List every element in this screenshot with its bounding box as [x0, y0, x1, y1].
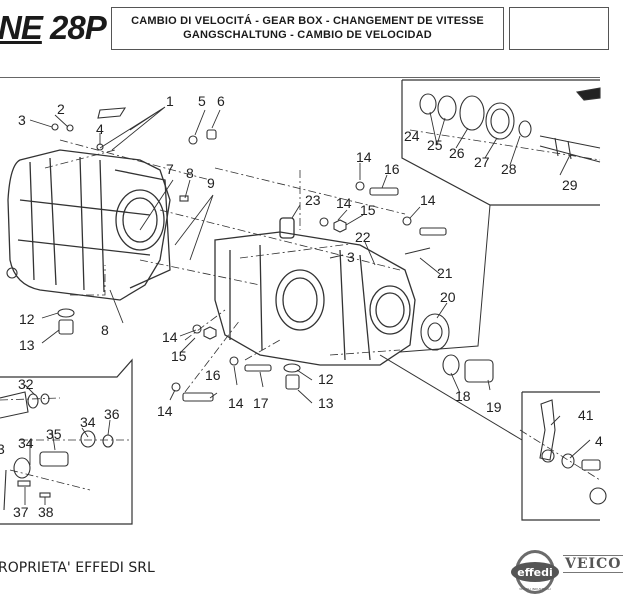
callout-4x: 4 — [595, 433, 603, 449]
callout-35: 35 — [46, 426, 62, 442]
callout-26: 26 — [449, 145, 465, 161]
section-title-line2: GANGSCHALTUNG - CAMBIO DE VELOCIDAD — [183, 29, 432, 41]
exploded-parts-diagram: 1 2 3 4 5 6 7 8 9 8 12 13 14 16 23 14 15… — [0, 79, 607, 525]
callout-15-left: 15 — [171, 348, 187, 364]
callout-8: 8 — [186, 165, 194, 181]
callout-14-top: 14 — [356, 149, 372, 165]
callout-14-left: 14 — [162, 329, 178, 345]
callout-3: 3 — [18, 112, 26, 128]
callout-28: 28 — [501, 161, 517, 177]
selector-parts — [0, 391, 114, 511]
callout-36: 36 — [104, 406, 120, 422]
inset-leader-lever — [379, 354, 523, 441]
callout-13-right: 13 — [318, 395, 334, 411]
callout-8-lower: 8 — [101, 322, 109, 338]
callout-7: 7 — [166, 161, 174, 177]
inset-frame-shaft — [401, 79, 600, 206]
callout-9: 9 — [207, 175, 215, 191]
inset-leader — [399, 204, 491, 353]
model-title: NE 28P — [0, 8, 107, 48]
inset-frame-selector — [0, 358, 133, 525]
small-parts — [6, 107, 494, 402]
gearbox-housing-rear — [214, 217, 416, 366]
callout-21: 21 — [437, 265, 453, 281]
logo-text: effedi — [517, 566, 552, 579]
callout-22: 22 — [355, 229, 371, 245]
callout-34-right: 34 — [80, 414, 96, 430]
callout-6: 6 — [217, 93, 225, 109]
shaft-parts — [419, 87, 601, 163]
callout-13: 13 — [19, 337, 35, 353]
callout-14-right: 14 — [420, 192, 436, 208]
callout-37: 37 — [13, 504, 29, 520]
header-divider — [0, 77, 600, 78]
callout-24: 24 — [404, 128, 420, 144]
callout-16-lower: 16 — [205, 367, 221, 383]
model-number: 28P — [50, 9, 107, 46]
callout-labels: 1 2 3 4 5 6 7 8 9 8 12 13 14 16 23 14 15… — [0, 93, 603, 520]
lever-parts — [539, 399, 607, 505]
gearbox-housing-front — [7, 149, 171, 301]
callout-41: 41 — [578, 407, 594, 423]
callout-14-bottom: 14 — [157, 403, 173, 419]
section-title-line1: CAMBIO DI VELOCITÁ - GEAR BOX - CHANGEME… — [131, 15, 484, 27]
callout-16-top: 16 — [384, 161, 400, 177]
callout-33: 3 — [0, 441, 5, 457]
callout-14-bottom-mid: 14 — [228, 395, 244, 411]
logo-subtext: VEICOLI INDUSTRIALI — [519, 587, 551, 591]
page-number-box — [509, 7, 609, 50]
callout-18: 18 — [455, 388, 471, 404]
callout-4: 4 — [96, 121, 104, 137]
effedi-logo: effedi VEICOLI INDUSTRIALI — [511, 550, 559, 594]
inset-frame-lever — [521, 391, 600, 521]
assembly-axes — [0, 129, 601, 491]
callout-23: 23 — [305, 192, 321, 208]
callout-1: 1 — [166, 93, 174, 109]
callout-17: 17 — [253, 395, 269, 411]
callout-38: 38 — [38, 504, 54, 520]
veico-label: VEICO — [563, 555, 623, 573]
callout-2: 2 — [57, 101, 65, 117]
callout-15-top: 15 — [360, 202, 376, 218]
callout-19: 19 — [486, 399, 502, 415]
copyright-notice: ROPRIETA' EFFEDI SRL — [0, 560, 155, 576]
callout-29: 29 — [562, 177, 578, 193]
callout-5: 5 — [198, 93, 206, 109]
callout-27: 27 — [474, 154, 490, 170]
callout-12: 12 — [19, 311, 35, 327]
callout-14-mid: 14 — [336, 195, 352, 211]
callout-32: 32 — [18, 376, 34, 392]
brand-fragment: NE — [0, 9, 43, 46]
callout-12-right: 12 — [318, 371, 334, 387]
callout-34-left: 34 — [18, 435, 34, 451]
callout-20: 20 — [440, 289, 456, 305]
section-title-box: CAMBIO DI VELOCITÁ - GEAR BOX - CHANGEME… — [111, 7, 504, 50]
callout-3-mid: 3 — [347, 249, 355, 265]
callout-25: 25 — [427, 137, 443, 153]
